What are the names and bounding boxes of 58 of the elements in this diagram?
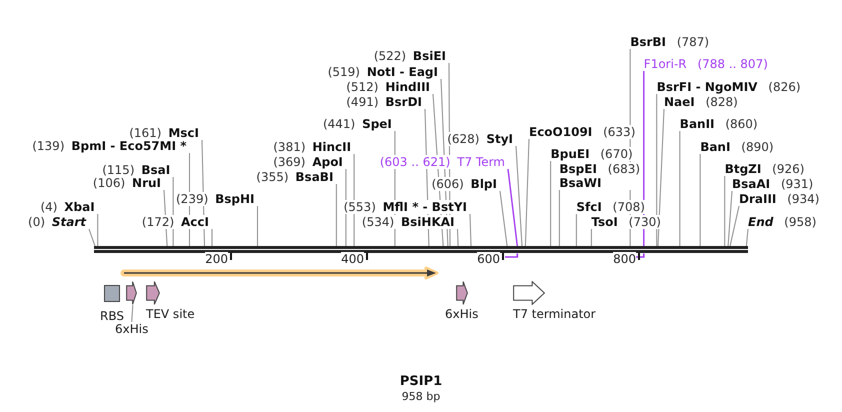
enzyme-label: NaeI (828) [664, 95, 738, 109]
feature-label: T7 terminator [513, 307, 596, 321]
primer-label: F1ori-R (788 .. 807) [644, 57, 768, 71]
leader-line [354, 154, 355, 246]
scale-label: 400 [341, 252, 364, 266]
leader-line [257, 206, 258, 246]
sequence-end-label: (0) Start [28, 215, 89, 229]
leader-line [658, 108, 664, 246]
dna-backbone [94, 246, 748, 253]
leader-line [550, 160, 552, 246]
feature-label: 6xHis [445, 307, 478, 321]
leader-line [679, 130, 680, 246]
enzyme-label: BsrBI (787) [630, 35, 710, 49]
map-caption: 958 bp [402, 390, 440, 403]
leader-line [507, 168, 518, 246]
leader-line [656, 94, 658, 246]
leader-line [516, 146, 522, 246]
enzyme-label: SfcI (708) [576, 200, 645, 214]
enzyme-label: BsaAI (931) [732, 177, 814, 191]
leader-line [131, 304, 134, 322]
feature-label: TEV site [146, 307, 195, 321]
leader-line [500, 190, 508, 246]
enzyme-label: BsrFI - NgoMIV (826) [656, 80, 801, 94]
scale-label: 600 [477, 252, 500, 266]
leader-line [746, 228, 748, 246]
enzyme-label: BtgZI (926) [724, 162, 804, 176]
leader-line [88, 228, 96, 246]
map-title: PSIP1 [400, 374, 442, 389]
leader-line [558, 190, 560, 246]
feature-label: 6xHis [115, 322, 148, 336]
enzyme-label: BanII (860) [680, 117, 758, 131]
leader-line [164, 190, 168, 246]
sequence-end-label: End (958) [748, 215, 816, 229]
leader-line [457, 228, 459, 246]
leader-line [730, 206, 740, 246]
enzyme-label: EcoO109I (633) [529, 125, 636, 139]
leader-line [524, 138, 530, 246]
feature-label: RBS [100, 309, 124, 323]
leader-line [700, 154, 701, 246]
feature-tag [126, 281, 137, 305]
enzyme-label: TsoI (730) [591, 215, 661, 229]
leader-line [576, 214, 577, 246]
leader-line [470, 214, 472, 246]
scale-label: 800 [613, 252, 636, 266]
enzyme-label: BspEI (683) BsaWI [559, 162, 640, 190]
leader-line [590, 228, 592, 246]
enzyme-label: BanI (890) [700, 140, 774, 154]
leader-line [728, 190, 732, 246]
leader-line [202, 140, 205, 246]
leader-line [336, 184, 337, 246]
leader-line [345, 168, 346, 246]
leader-line [97, 214, 98, 246]
leader-line [172, 176, 174, 246]
scale-label: 200 [205, 252, 228, 266]
leader-line [724, 176, 726, 246]
enzyme-label: DraIII (934) [739, 192, 820, 206]
enzyme-label: (139) BpmI - Eco57MI * [32, 139, 190, 153]
enzyme-label: BpuEI (670) [550, 147, 633, 161]
